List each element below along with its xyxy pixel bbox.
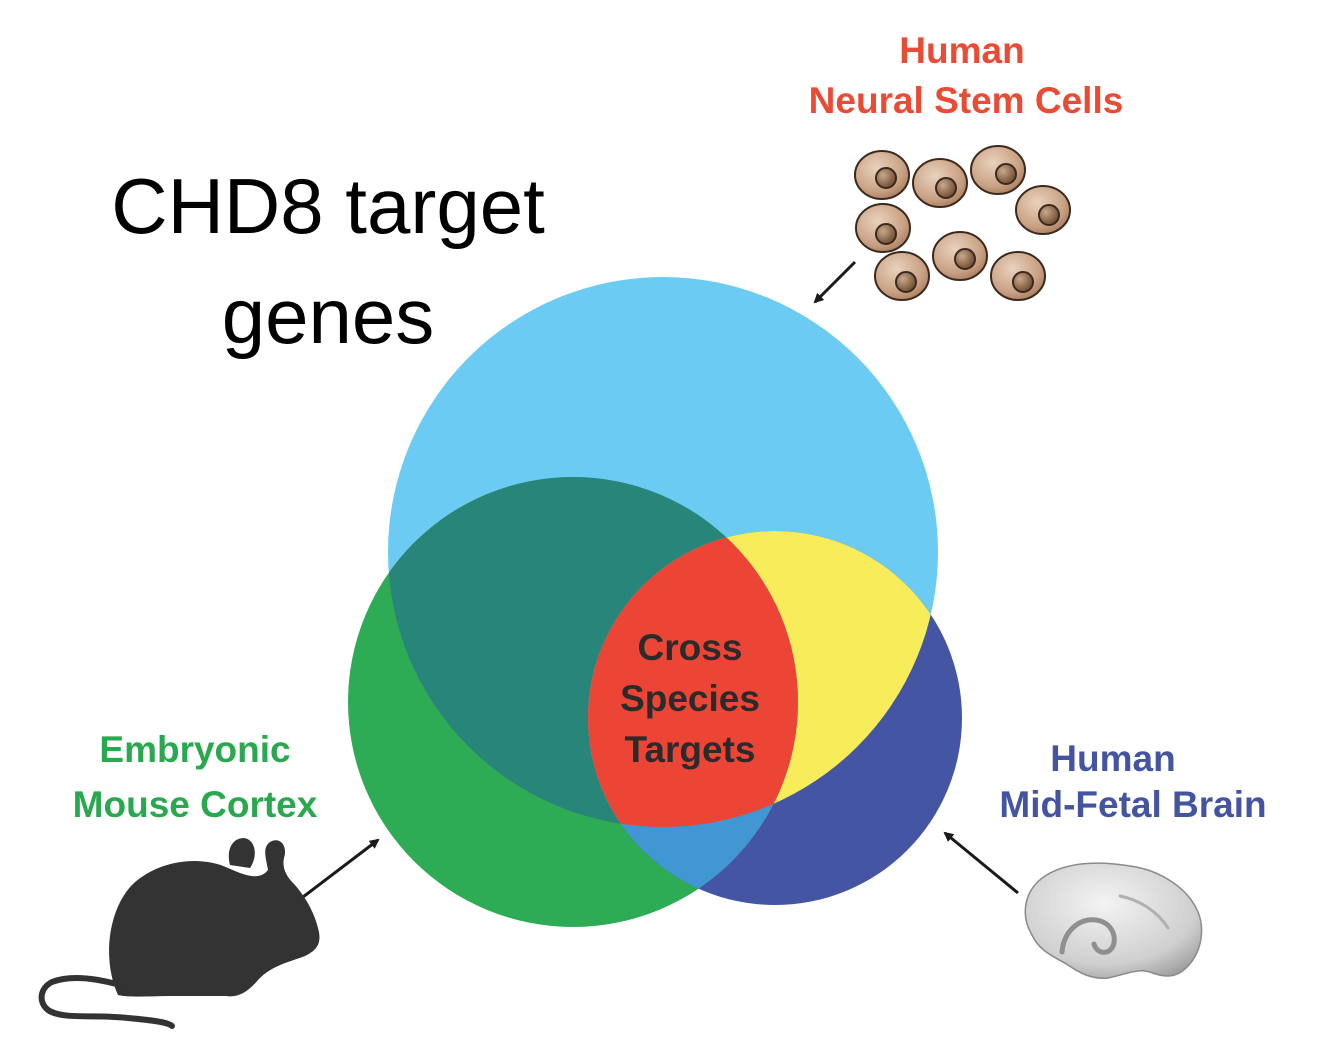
brain-icon <box>1024 862 1203 980</box>
neural-stem-cells-icon <box>854 145 1071 301</box>
cell <box>990 251 1046 301</box>
cell <box>855 203 911 253</box>
cell <box>1015 185 1071 235</box>
center-label-line-1: Cross <box>638 627 743 668</box>
label-human-neural-stem-cells: Human Neural Stem Cells <box>809 30 1124 121</box>
overlap-cross-species <box>588 531 798 827</box>
label-human-mid-fetal-brain: Human Mid-Fetal Brain <box>999 738 1266 825</box>
label-brain-line-1: Human <box>1050 738 1175 779</box>
label-mouse-line-1: Embryonic <box>99 729 290 770</box>
label-stem-cells-line-2: Neural Stem Cells <box>809 80 1124 121</box>
label-embryonic-mouse-cortex: Embryonic Mouse Cortex <box>73 729 318 825</box>
title-line-1: CHD8 target <box>111 162 545 250</box>
cell <box>874 251 930 301</box>
cell <box>932 231 988 281</box>
title: CHD8 target genes <box>111 162 545 360</box>
venn-circles <box>348 277 962 927</box>
mouse-icon <box>38 838 320 1029</box>
center-label: Cross Species Targets <box>620 627 760 770</box>
label-stem-cells-line-1: Human <box>899 30 1024 71</box>
arrow-stem-cells <box>813 260 857 304</box>
center-label-line-2: Species <box>620 678 760 719</box>
label-brain-line-2: Mid-Fetal Brain <box>999 784 1266 825</box>
label-mouse-line-2: Mouse Cortex <box>73 784 318 825</box>
arrow-brain <box>943 831 1019 895</box>
cell <box>854 150 910 200</box>
title-line-2: genes <box>222 272 435 360</box>
cell <box>912 158 968 208</box>
arrow-mouse <box>302 838 380 899</box>
cell <box>970 145 1026 195</box>
center-label-line-3: Targets <box>625 729 756 770</box>
